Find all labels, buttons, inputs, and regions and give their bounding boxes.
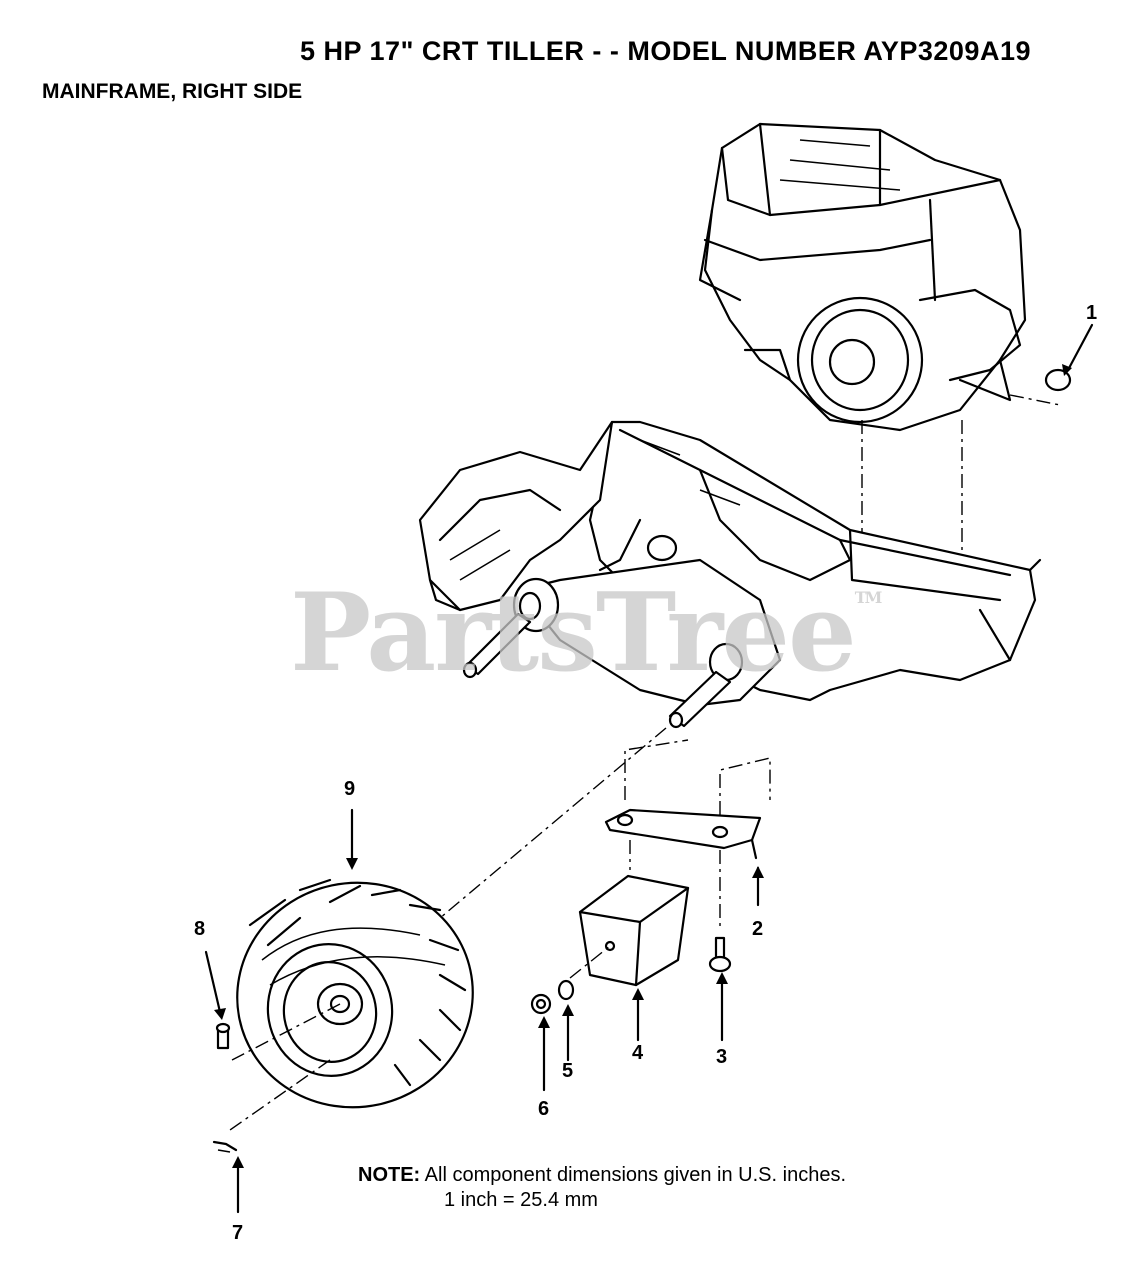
callout-6: 6 xyxy=(538,1098,550,1120)
diagram-title: 5 HP 17" CRT TILLER - - MODEL NUMBER AYP… xyxy=(300,36,1031,66)
bracket-plate-icon xyxy=(604,739,771,930)
washer-icon xyxy=(557,979,575,1062)
note-line2: 1 inch = 25.4 mm xyxy=(444,1189,598,1211)
diagram-subtitle: MAINFRAME, RIGHT SIDE xyxy=(42,80,303,103)
watermark-tm: TM xyxy=(854,588,883,607)
parts-tree-watermark: PartsTreeTM xyxy=(290,570,883,696)
engine-icon xyxy=(698,122,1027,600)
weight-block-icon xyxy=(569,874,690,1042)
pin-icon xyxy=(204,950,231,1050)
flange-nut-part-1 xyxy=(1009,323,1094,406)
wheel-tire-icon xyxy=(229,808,474,1131)
hairpin-clip-icon xyxy=(212,1140,244,1214)
callout-5: 5 xyxy=(562,1060,574,1082)
watermark-text: PartsTree xyxy=(290,570,857,696)
note-line1: All component dimensions given in U.S. i… xyxy=(424,1164,846,1186)
tine-shield-icon xyxy=(418,420,614,612)
callout-2: 2 xyxy=(752,918,764,940)
nut-icon xyxy=(530,993,552,1092)
axle-icon xyxy=(439,558,782,919)
callout-8: 8 xyxy=(194,918,206,940)
callout-4: 4 xyxy=(632,1042,644,1064)
callout-1: 1 xyxy=(1086,302,1098,324)
callout-9: 9 xyxy=(344,778,356,800)
dimensions-note: NOTE: All component dimensions given in … xyxy=(358,1164,846,1187)
bolt-icon xyxy=(708,936,732,1042)
note-label: NOTE: xyxy=(358,1164,421,1186)
callout-3: 3 xyxy=(716,1046,728,1068)
callout-7: 7 xyxy=(232,1222,244,1244)
